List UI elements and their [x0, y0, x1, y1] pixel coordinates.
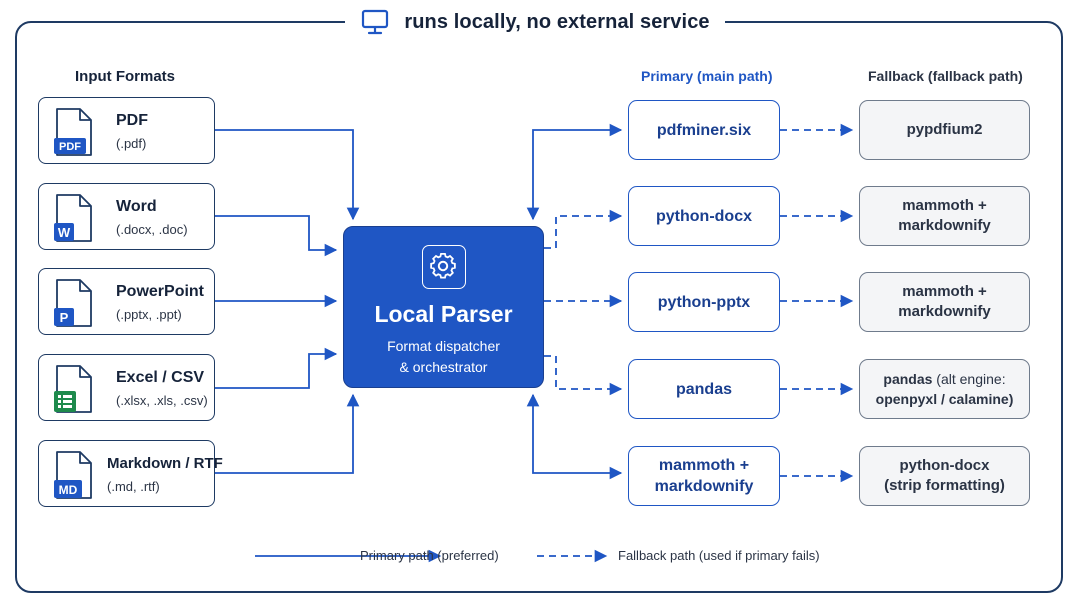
fallback-label-line1: pandas (alt engine:: [883, 371, 1006, 387]
local-run-banner: runs locally, no external service: [345, 4, 725, 40]
edge-word-to-parser: [215, 215, 338, 257]
monitor-icon: [362, 9, 389, 35]
fallback-label-line2: openpyxl / calamine): [875, 391, 1014, 407]
legend-fallback-text: Fallback path (used if primary fails): [618, 548, 820, 563]
parser-subtitle-line1: Format dispatcher: [387, 338, 500, 354]
markdown-file-icon: MD: [54, 451, 92, 499]
input-ext: (.md, .rtf): [107, 479, 160, 494]
fallback-mammoth-markdownify-docx: mammoth + markdownify: [859, 186, 1030, 246]
local-parser-node: Local Parser Format dispatcher & orchest…: [343, 226, 544, 388]
input-name: PowerPoint: [116, 283, 205, 300]
banner-text: runs locally, no external service: [404, 10, 710, 33]
spreadsheet-file-icon: [54, 365, 92, 413]
edge-parser-to-python-docx: [544, 209, 623, 249]
primary-python-pptx: python-pptx: [628, 272, 780, 332]
fallback-label-line2: (strip formatting): [884, 477, 1005, 494]
edge-markdown-to-parser: [215, 393, 360, 474]
input-ext: (.docx, .doc): [116, 222, 188, 237]
primary-pdfminer: pdfminer.six: [628, 100, 780, 160]
legend-primary-text: Primary path (preferred): [360, 548, 499, 563]
primary-column-title: Primary (main path): [641, 68, 773, 84]
fallback-mammoth-markdownify-pptx: mammoth + markdownify: [859, 272, 1030, 332]
primary-python-docx: python-docx: [628, 186, 780, 246]
powerpoint-badge: P: [60, 310, 69, 325]
parser-subtitle-line2: & orchestrator: [399, 359, 488, 375]
input-ext: (.pdf): [116, 136, 147, 151]
input-ext: (.xlsx, .xls, .csv): [116, 393, 208, 408]
parser-title: Local Parser: [374, 301, 513, 327]
pdf-badge: PDF: [59, 141, 81, 153]
fallback-label-line2: markdownify: [898, 303, 991, 320]
edge-excel-to-parser: [215, 347, 338, 389]
primary-label-line2: markdownify: [654, 478, 754, 495]
pdf-file-icon: PDF: [54, 108, 92, 156]
edge-parser-to-pandas: [544, 355, 623, 396]
markdown-badge: MD: [59, 483, 78, 497]
input-name: PDF: [116, 112, 148, 129]
input-word: W Word (.docx, .doc): [38, 183, 215, 250]
edge-pdf-to-parser: [215, 129, 360, 221]
fallback-label-line1: mammoth +: [902, 283, 987, 300]
gear-icon: [422, 245, 466, 289]
input-pdf: PDF PDF (.pdf): [38, 97, 215, 164]
input-name: Excel / CSV: [116, 369, 205, 386]
edge-parser-to-pdfminer: [526, 123, 623, 221]
fallback-column-title: Fallback (fallback path): [868, 68, 1023, 84]
fallback-label-line1: python-docx: [899, 457, 990, 474]
fallback-python-docx-strip: python-docx (strip formatting): [859, 446, 1030, 506]
powerpoint-file-icon: P: [54, 279, 92, 327]
fallback-label-line1: mammoth +: [902, 197, 987, 214]
fallback-label-line2: markdownify: [898, 217, 991, 234]
input-ext: (.pptx, .ppt): [116, 307, 182, 322]
input-name: Markdown / RTF: [107, 455, 223, 472]
input-excel-csv: Excel / CSV (.xlsx, .xls, .csv): [38, 354, 215, 421]
primary-pandas: pandas: [628, 359, 780, 419]
primary-label: pdfminer.six: [656, 121, 752, 139]
input-formats-title: Input Formats: [75, 68, 175, 85]
word-badge: W: [58, 225, 71, 240]
input-name: Word: [116, 198, 157, 215]
primary-label: pandas: [675, 380, 732, 398]
primary-label: python-pptx: [657, 293, 751, 311]
fallback-label: pypdfium2: [906, 121, 983, 138]
primary-label: python-docx: [656, 207, 752, 225]
primary-mammoth-markdownify: mammoth + markdownify: [628, 446, 780, 506]
primary-label-line1: mammoth +: [658, 457, 750, 474]
fallback-pandas-alt-engine: pandas (alt engine: openpyxl / calamine): [859, 359, 1030, 419]
word-file-icon: W: [54, 194, 92, 242]
input-markdown-rtf: MD Markdown / RTF (.md, .rtf): [38, 440, 223, 507]
fallback-pypdfium2: pypdfium2: [859, 100, 1030, 160]
input-powerpoint: P PowerPoint (.pptx, .ppt): [38, 268, 215, 335]
edge-parser-to-mammoth: [526, 393, 623, 480]
